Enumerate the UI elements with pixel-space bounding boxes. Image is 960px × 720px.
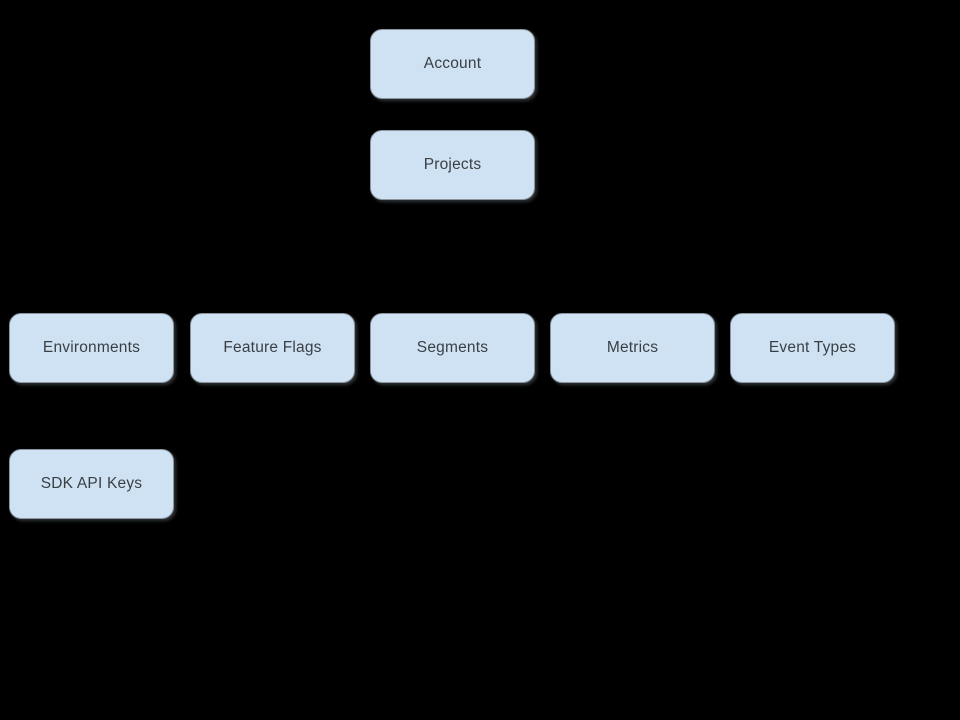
node-account: Account [370,29,535,99]
node-metrics: Metrics [550,313,715,383]
node-projects: Projects [370,130,535,200]
node-event-types: Event Types [730,313,895,383]
node-environments: Environments [9,313,174,383]
node-feature-flags: Feature Flags [190,313,355,383]
node-sdk-api-keys: SDK API Keys [9,449,174,519]
node-segments: Segments [370,313,535,383]
